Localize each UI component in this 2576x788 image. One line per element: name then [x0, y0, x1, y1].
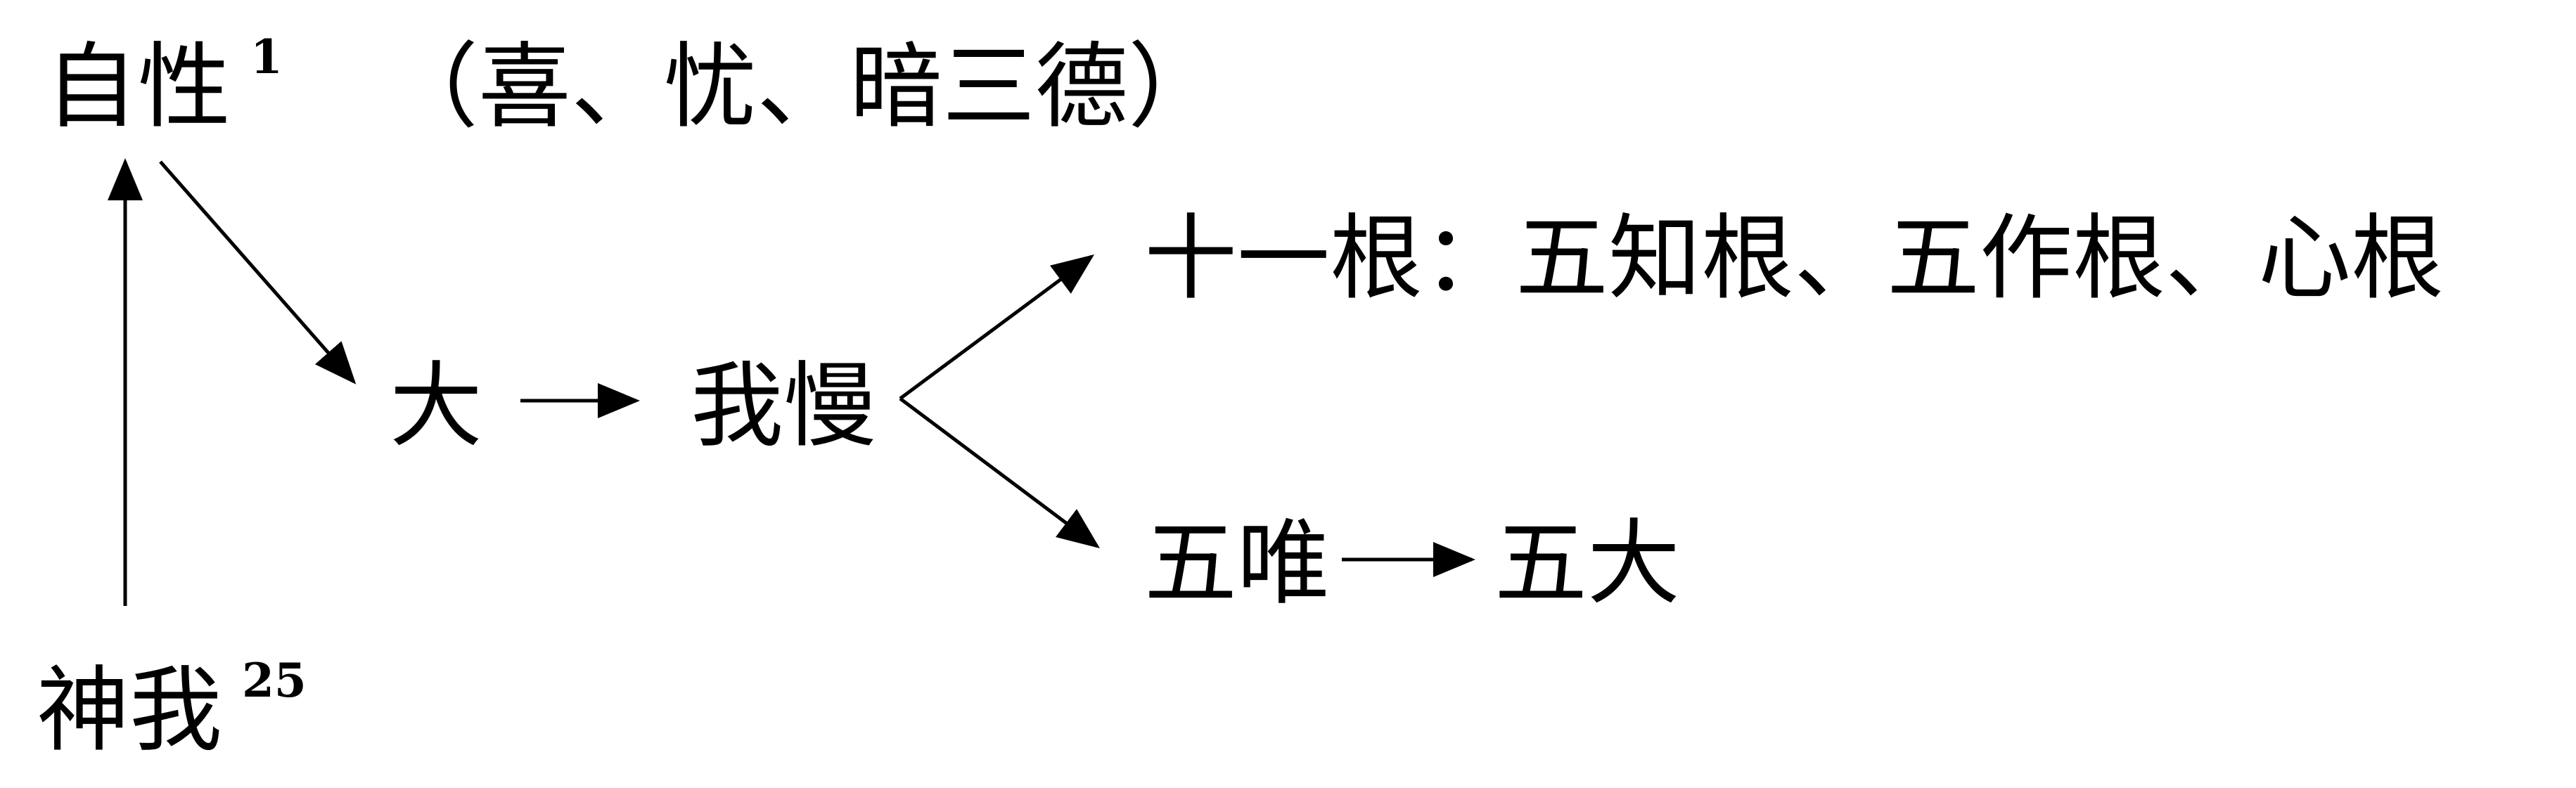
node-five-elements: 五大	[1494, 510, 1680, 618]
arrow-ahamkara-to-tanmatra	[899, 397, 1100, 548]
node-ahamkara: 我慢	[691, 352, 876, 460]
node-mahat: 大	[390, 352, 482, 460]
arrow-prakriti-to-mahat	[159, 160, 357, 385]
node-purusha-label: 神我	[37, 657, 222, 765]
node-five-tanmatras: 五唯	[1144, 510, 1330, 618]
node-prakriti-label: 自性	[45, 33, 231, 141]
node-prakriti-superscript: 1	[250, 30, 283, 84]
node-three-gunas: （喜、忧、暗三德）	[385, 33, 1221, 141]
node-purusha-superscript: 25	[242, 653, 307, 708]
arrow-ahamkara-to-indriyas	[899, 254, 1095, 401]
node-eleven-indriyas: 十一根：五知根、五作根、心根	[1144, 205, 2444, 313]
